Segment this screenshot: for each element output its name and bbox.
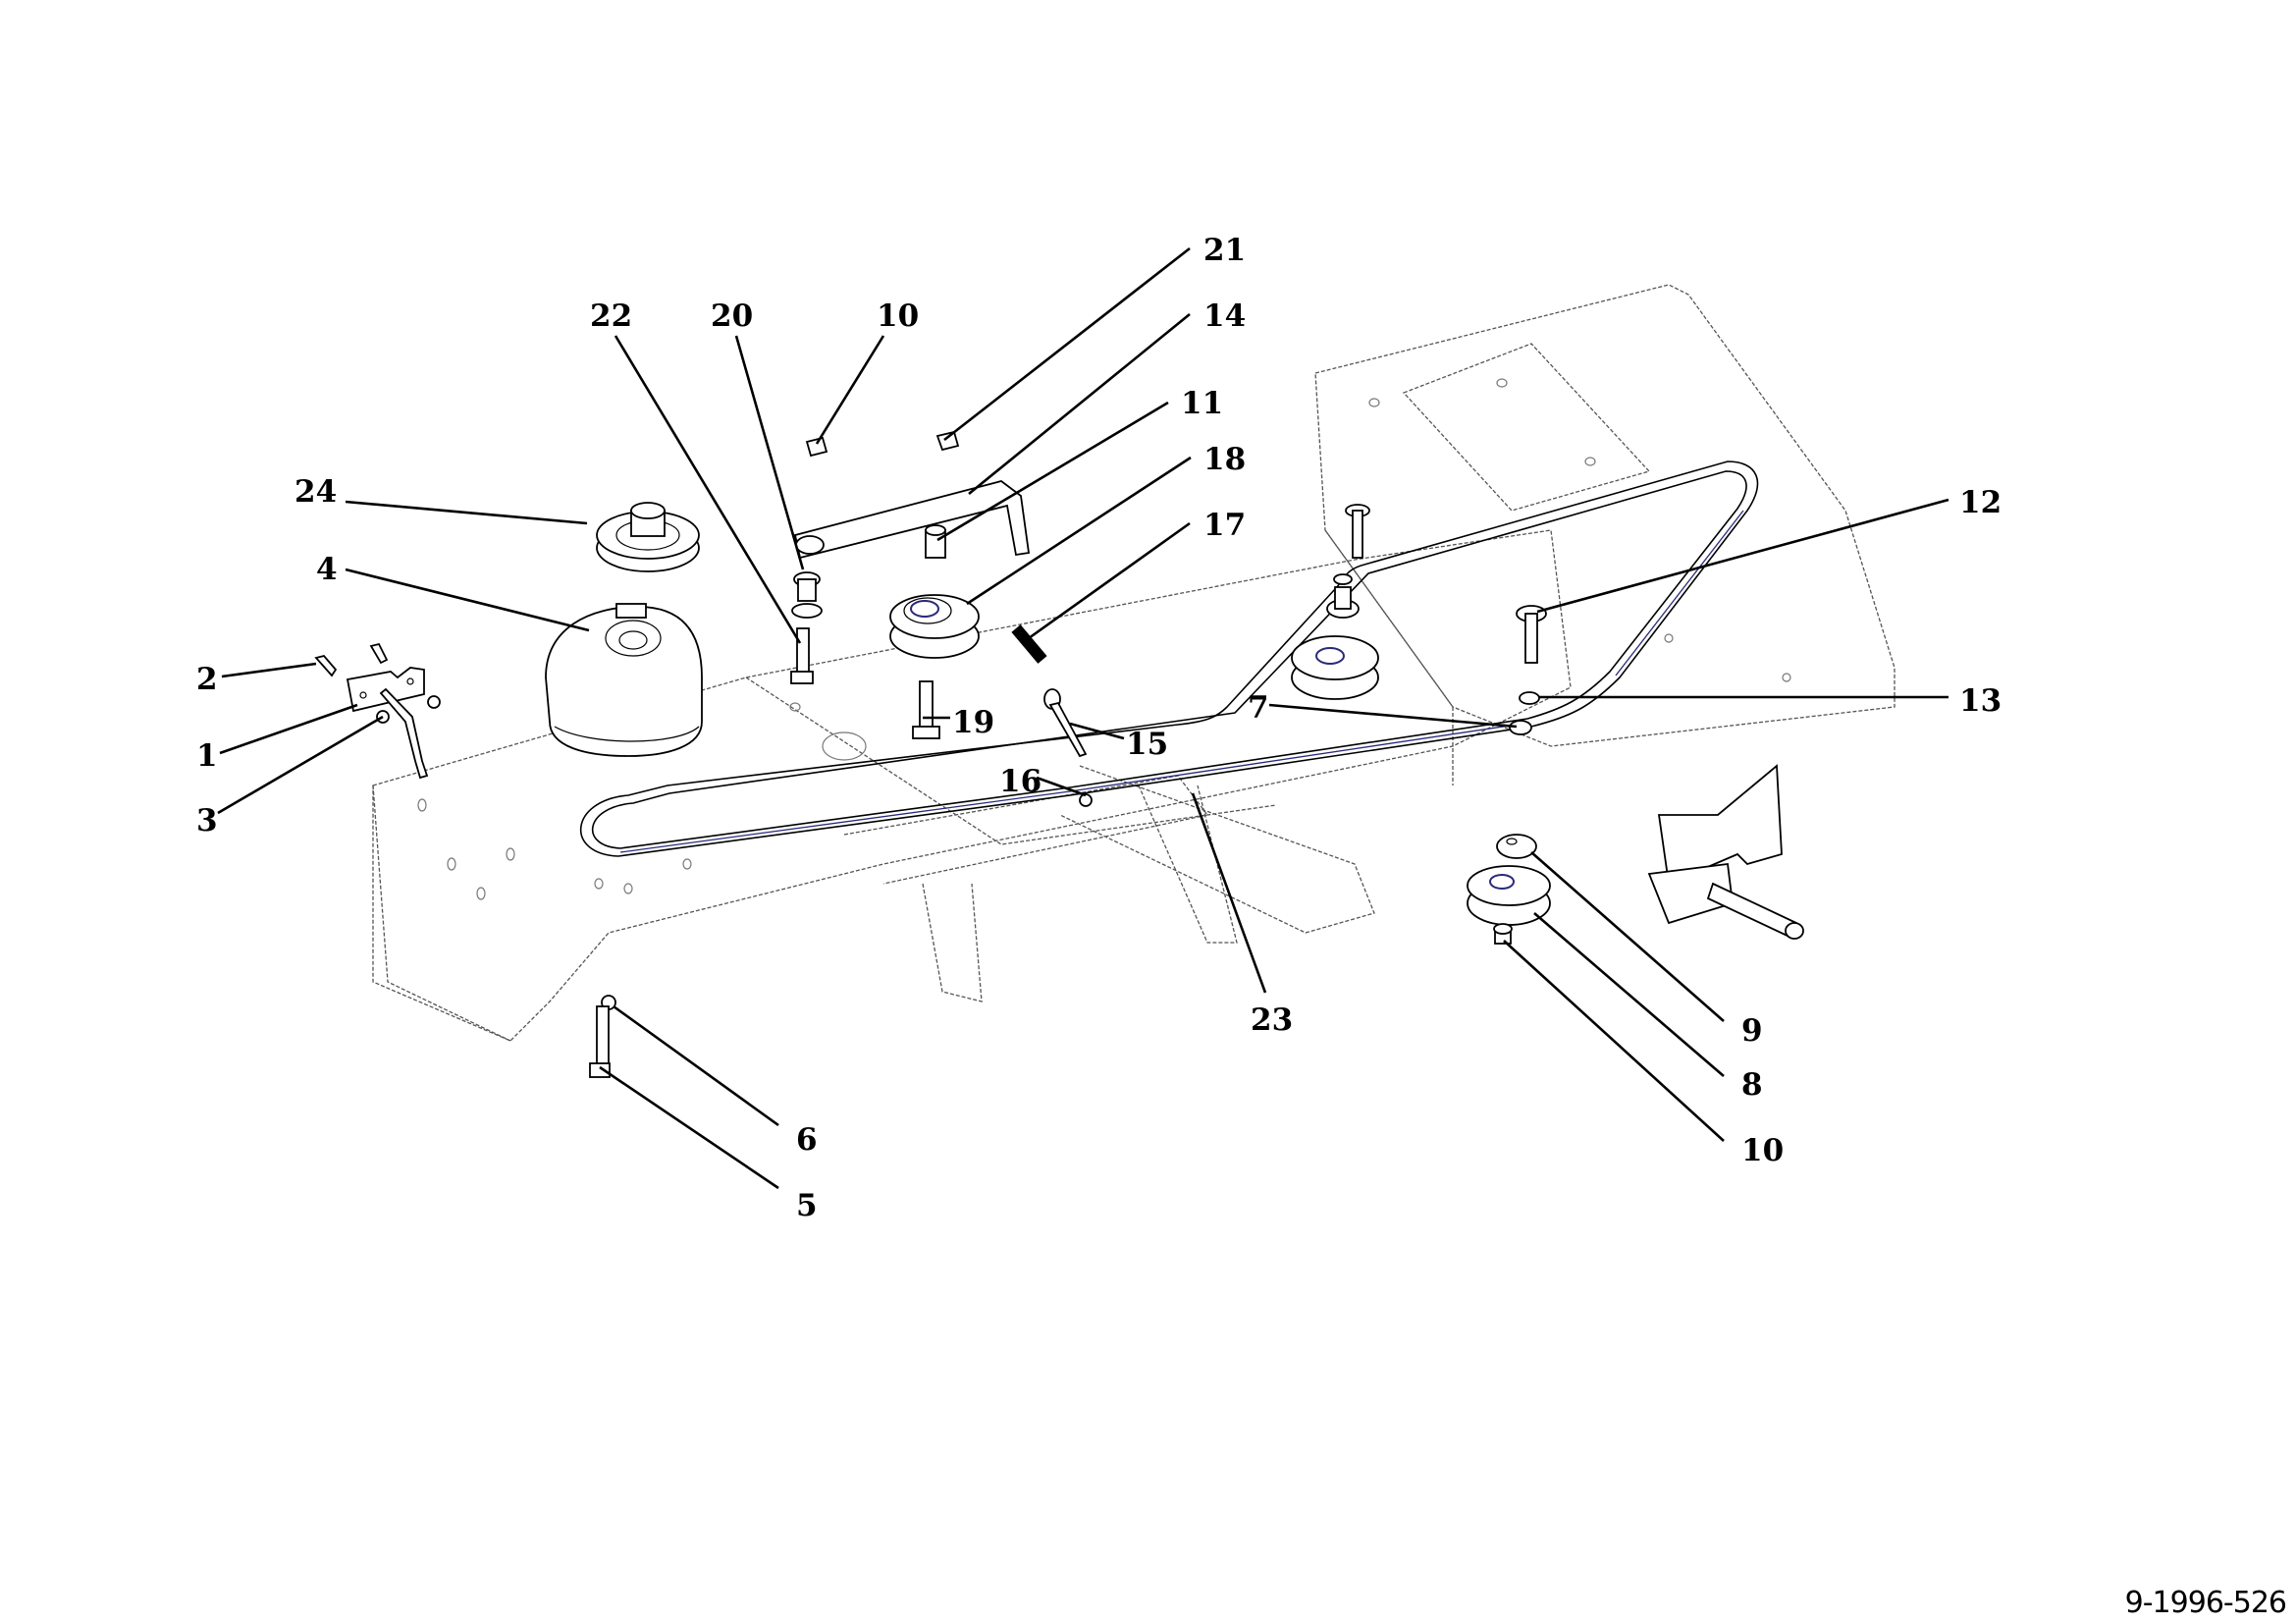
leader-22 — [614, 335, 802, 644]
leader-5 — [599, 1065, 779, 1190]
callout-18: 18 — [1203, 442, 1246, 477]
callout-9: 9 — [1741, 1013, 1763, 1049]
callout-19: 19 — [952, 705, 994, 740]
transaxle — [1647, 764, 1804, 940]
leader-20 — [734, 335, 805, 570]
part-10-nut-top — [805, 436, 828, 458]
callout-17: 17 — [1203, 508, 1246, 543]
leader-10b — [1503, 940, 1725, 1142]
part-12-carriage-bolt — [1516, 605, 1547, 664]
callout-1: 1 — [196, 738, 218, 774]
callout-11: 11 — [1181, 386, 1223, 421]
leader-24 — [345, 500, 588, 525]
callout-5: 5 — [796, 1188, 818, 1223]
callout-8: 8 — [1741, 1067, 1763, 1103]
callout-10-bottom: 10 — [1741, 1133, 1784, 1168]
chassis-frame — [372, 284, 1896, 1042]
part-18-idler-pulley — [889, 594, 980, 659]
callout-12: 12 — [1959, 485, 2002, 520]
part-10-nut-bottom — [1493, 923, 1513, 945]
leader-6 — [613, 1004, 779, 1127]
callout-23: 23 — [1251, 1002, 1293, 1038]
drawing-code: 9-1996-526 — [2124, 1586, 2287, 1620]
leader-11 — [936, 401, 1169, 542]
part-4-clutch — [545, 603, 703, 757]
leader-7 — [1268, 703, 1518, 729]
callout-2: 2 — [196, 662, 218, 697]
callout-16: 16 — [999, 764, 1041, 799]
leader-15 — [1069, 722, 1125, 740]
leader-1 — [219, 703, 358, 755]
callout-15: 15 — [1126, 727, 1168, 762]
leader-21 — [943, 246, 1191, 442]
part-15-rod — [1043, 688, 1088, 758]
part-22-bolt — [790, 627, 814, 684]
part-14-idler-arm — [793, 480, 1031, 560]
callout-labels: 1 2 3 4 5 6 7 8 9 10 10 11 12 13 14 15 1… — [196, 233, 2002, 1223]
part-21-nut — [935, 430, 960, 452]
leader-4 — [345, 568, 590, 632]
leader-18 — [966, 456, 1192, 606]
leader-23 — [1191, 792, 1267, 994]
drive-belt — [580, 460, 1759, 857]
frame-holes — [417, 378, 1791, 900]
callout-13: 13 — [1959, 683, 2002, 719]
part-13-washer — [1519, 691, 1540, 705]
part-5-bolt — [589, 1005, 611, 1078]
callout-20: 20 — [711, 298, 753, 334]
callout-4: 4 — [316, 552, 338, 587]
callout-24: 24 — [294, 474, 337, 510]
callout-14: 14 — [1203, 298, 1246, 334]
leader-8 — [1533, 912, 1725, 1077]
part-24-pulley — [596, 502, 700, 572]
part-1-bracket — [346, 667, 429, 780]
leader-9 — [1530, 851, 1725, 1022]
callout-10-top: 10 — [877, 298, 919, 334]
part-7-spacer — [1509, 720, 1532, 735]
leader-lines — [217, 246, 1949, 1190]
leader-3 — [217, 715, 384, 815]
leader-14 — [968, 312, 1191, 496]
callout-3: 3 — [196, 803, 218, 839]
part-carriage-bolt-upper — [1345, 504, 1370, 559]
part-16-nut — [1079, 793, 1093, 807]
part-19-bolt — [912, 680, 940, 739]
callout-6: 6 — [796, 1122, 818, 1158]
leader-10a — [815, 335, 885, 445]
leader-16 — [1036, 776, 1087, 797]
part-20-spacer — [791, 571, 823, 619]
part-8-pulley — [1467, 865, 1551, 926]
part-9-washer — [1496, 834, 1537, 859]
callout-21: 21 — [1203, 233, 1246, 268]
leader-12 — [1536, 498, 1949, 614]
callout-22: 22 — [590, 298, 632, 334]
part-17-spring — [1011, 624, 1047, 664]
leader-2 — [221, 662, 317, 678]
leader-17 — [1028, 521, 1191, 640]
part-11-spacer — [925, 524, 946, 559]
part-center-pulley — [1291, 573, 1379, 700]
callout-7: 7 — [1248, 690, 1269, 726]
part-2-bolts — [314, 642, 389, 677]
